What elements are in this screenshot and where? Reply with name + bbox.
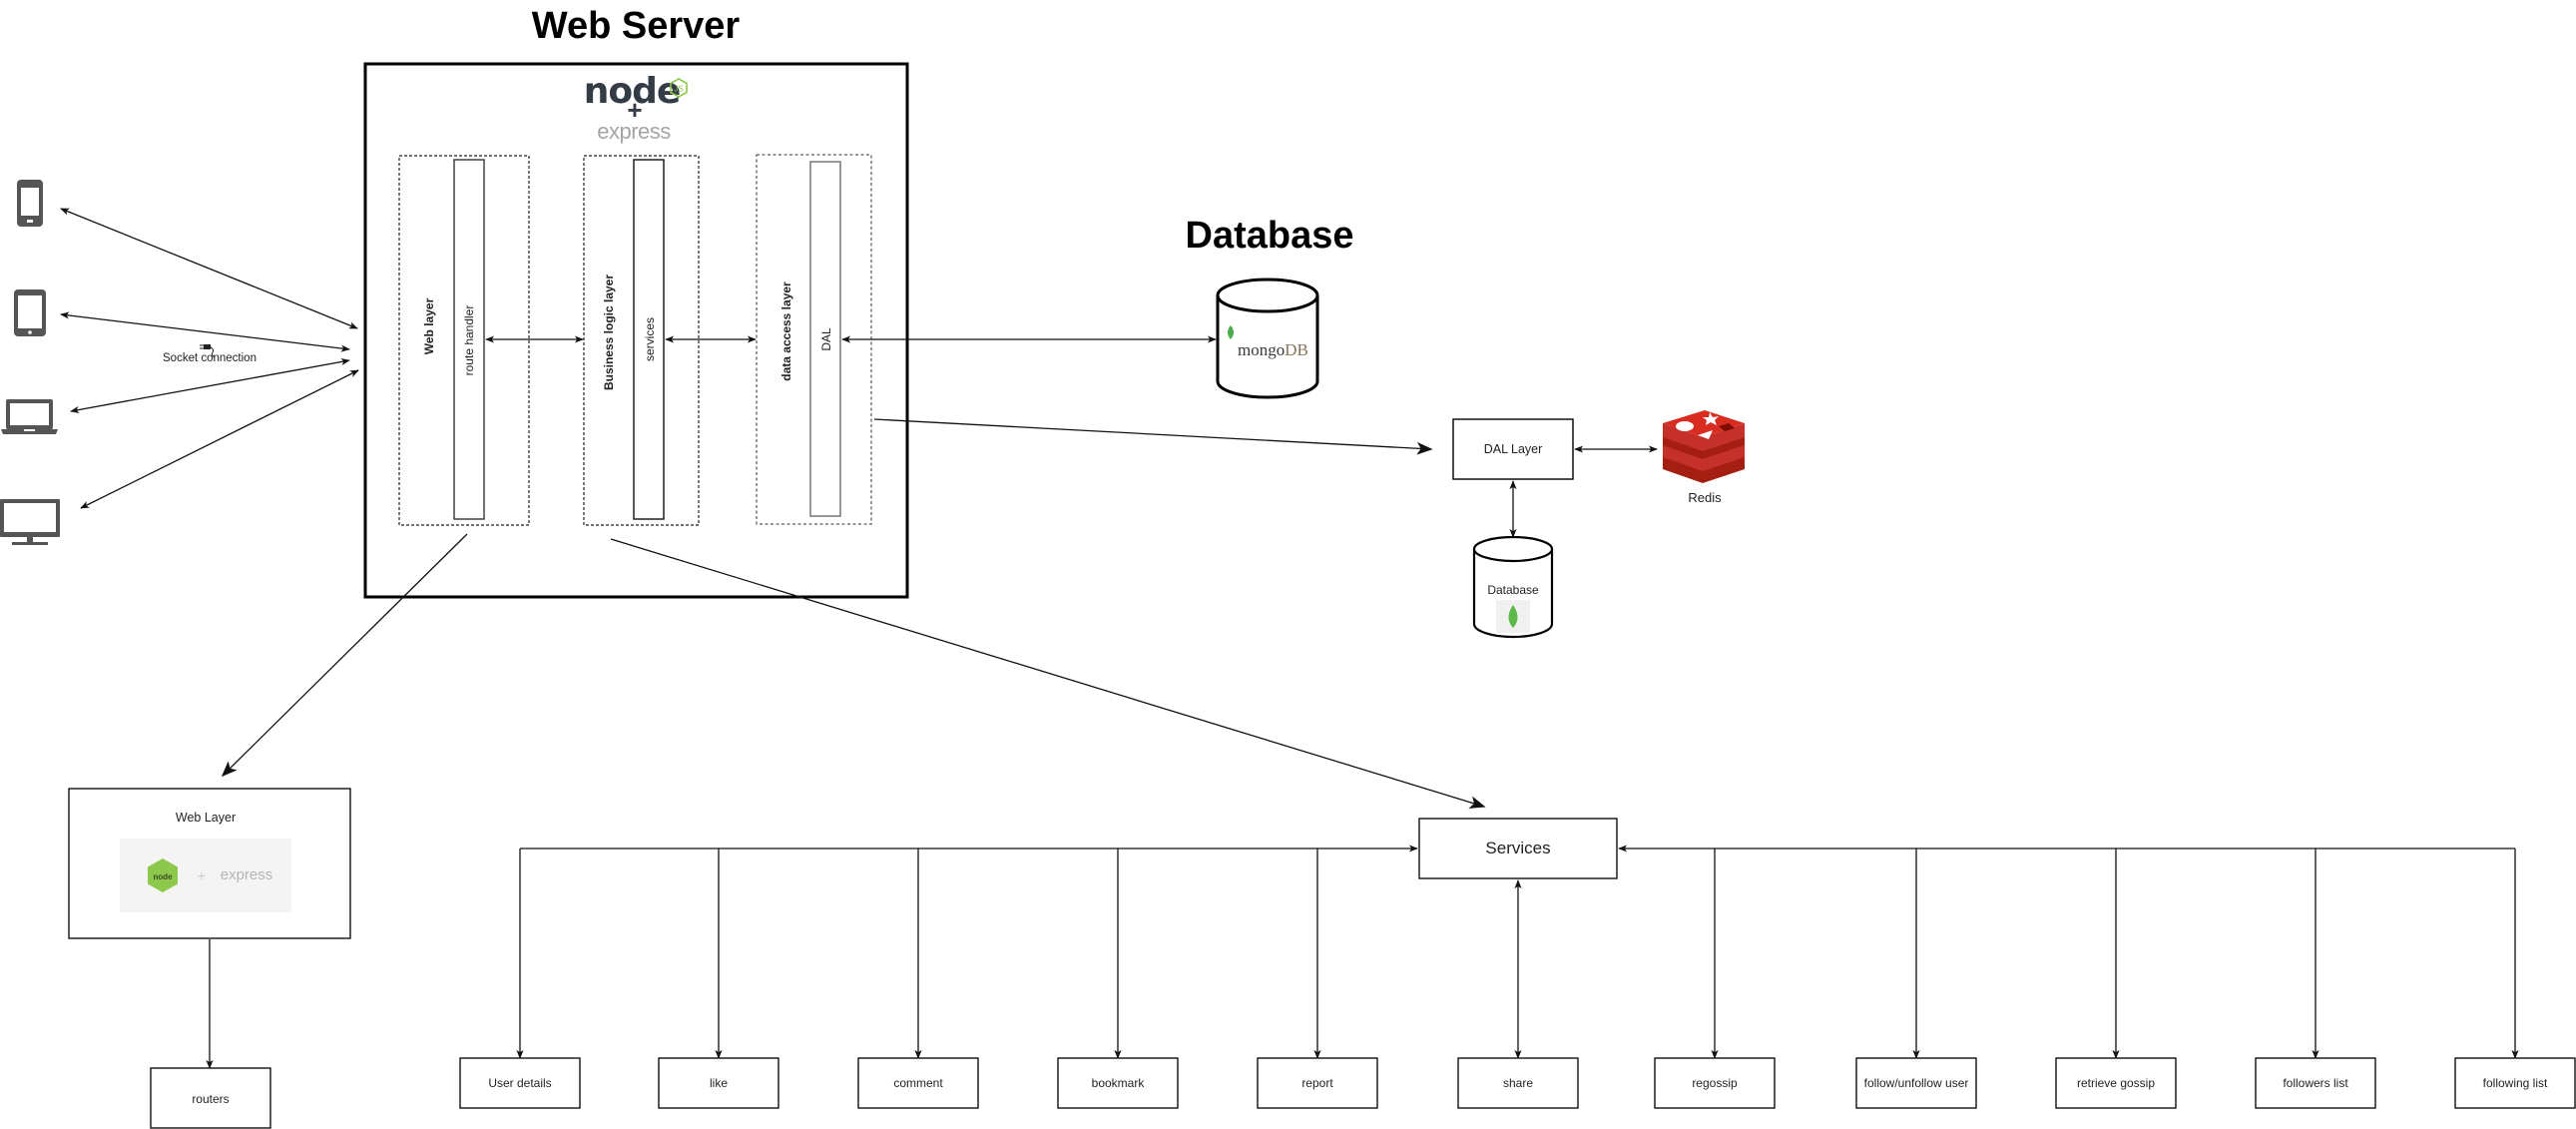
web-server-title: Web Server — [532, 5, 741, 47]
service-item-box[interactable] — [2255, 1057, 2376, 1109]
socket-connection-label: Socket connection — [163, 352, 257, 364]
mongodb-database[interactable]: mongoDB — [1216, 278, 1319, 399]
service-items: User details like comment bookmark report sha… — [459, 848, 2576, 1109]
tablet-icon — [14, 289, 46, 336]
node-hex-icon — [148, 858, 178, 892]
service-item-box[interactable] — [1457, 1057, 1579, 1109]
svg-text:express: express — [221, 866, 273, 883]
dal-layer-label: DAL Layer — [1484, 442, 1543, 456]
redis-icon — [1663, 410, 1745, 483]
service-item-box[interactable] — [1855, 1057, 1977, 1109]
data-access-layer-label: data access layer — [779, 282, 793, 381]
routers-box[interactable] — [150, 1067, 271, 1129]
business-logic-layer-label: Business logic layer — [602, 275, 616, 390]
svg-text:+: + — [198, 867, 206, 883]
dal-database-cylinder[interactable]: Database — [1472, 535, 1554, 639]
database-label: Database — [1487, 583, 1539, 597]
service-item-label: follow/unfollow user — [1864, 1076, 1969, 1090]
service-item-label: User details — [488, 1076, 551, 1090]
edge-server-services — [610, 538, 1486, 809]
service-item-label: bookmark — [1092, 1076, 1146, 1090]
services-inner-label: services — [643, 317, 657, 361]
edge-laptop-server — [70, 357, 350, 414]
js-hex-icon: JS — [670, 78, 688, 98]
service-item-box[interactable] — [658, 1057, 779, 1109]
service-item-label: following list — [2483, 1076, 2548, 1090]
service-item-label: share — [1503, 1076, 1533, 1090]
redis-label: Redis — [1688, 490, 1722, 505]
dal-box[interactable] — [809, 161, 841, 517]
service-item-label: like — [710, 1076, 728, 1090]
service-item-box[interactable] — [2454, 1057, 2576, 1109]
services-box[interactable] — [633, 159, 665, 520]
route-handler-label: route handler — [462, 305, 476, 376]
edge-tablet-server — [60, 311, 350, 352]
laptop-icon — [1, 399, 58, 434]
web-layer-label: Web layer — [422, 297, 436, 354]
plug-icon — [200, 344, 216, 358]
node-express-badge: node + express — [120, 839, 291, 912]
service-item-label: followers list — [2283, 1076, 2348, 1090]
edge-monitor-server — [80, 369, 359, 509]
service-item-box[interactable] — [1257, 1057, 1378, 1109]
services-hub-box[interactable] — [1418, 818, 1618, 879]
express-logo-text: express — [597, 119, 671, 144]
service-item-label: comment — [893, 1076, 943, 1090]
mongodb-leaf-icon — [1508, 605, 1518, 628]
service-item-box[interactable] — [459, 1057, 581, 1109]
database-title: Database — [1186, 215, 1354, 257]
service-item-label: retrieve gossip — [2077, 1076, 2155, 1090]
service-item-box[interactable] — [1057, 1057, 1179, 1109]
service-item-label: regossip — [1692, 1076, 1738, 1090]
service-item-box[interactable] — [857, 1057, 979, 1109]
node-logo-text: node — [584, 71, 681, 112]
service-item-box[interactable] — [1654, 1057, 1776, 1109]
routers-label: routers — [192, 1092, 229, 1106]
service-item-box[interactable] — [2055, 1057, 2177, 1109]
mongodb-label: mongoDB — [1238, 340, 1308, 359]
edge-server-web-layer — [221, 533, 468, 778]
web-server-box[interactable] — [363, 62, 909, 599]
monitor-icon — [0, 499, 60, 545]
nodejs-express-logo: node JS + express — [584, 71, 688, 144]
phone-icon — [17, 180, 43, 227]
svg-text:node: node — [153, 872, 173, 881]
services-hub-label: Services — [1485, 839, 1550, 857]
web-layer-title: Web Layer — [176, 811, 236, 825]
mongodb-leaf-icon — [1228, 325, 1234, 339]
dal-layer-box[interactable] — [1452, 418, 1574, 480]
route-handler-box[interactable] — [453, 159, 485, 520]
svg-text:JS: JS — [674, 85, 683, 94]
service-item-label: report — [1301, 1076, 1333, 1090]
edge-phone-server — [60, 208, 358, 329]
edge-server-dal-layer — [873, 418, 1433, 455]
dal-inner-label: DAL — [819, 327, 833, 351]
plus-sign: + — [627, 95, 642, 125]
